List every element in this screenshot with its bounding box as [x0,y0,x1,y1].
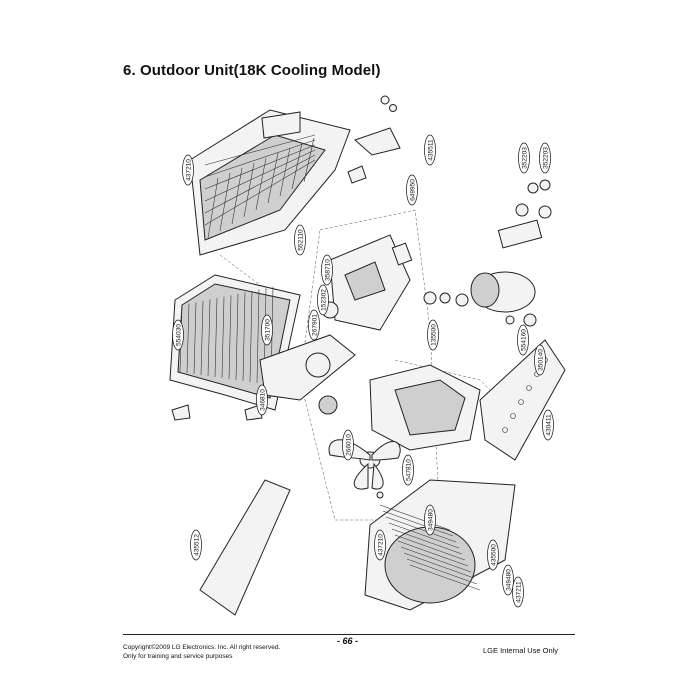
part-number-label: 554030 [172,319,184,351]
part-number-label: 351700 [261,314,273,346]
part-number-label: 552110 [294,224,306,256]
part-number-label: 349480 [424,504,436,536]
footer-divider [123,634,575,635]
page-number: - 66 - [337,636,359,646]
part-number-label: 437210 [182,154,194,186]
part-number-label: 346810 [256,384,268,416]
part-number-label: 350140 [534,344,546,376]
control-box-part [321,234,413,331]
part-number-label: 437210 [374,529,386,561]
svg-text:352203: 352203 [542,147,549,169]
svg-text:349480: 349480 [427,509,434,531]
svg-text:346810: 346810 [259,389,266,411]
svg-text:135500: 135500 [430,324,437,346]
service-valves-part [497,179,552,249]
part-number-label: 435512 [190,529,202,561]
compressor-part [423,271,537,327]
part-number-label: 435500 [487,539,499,571]
part-number-label: 358710 [321,254,333,286]
footer-copyright: Copyright©2009 LG Electronics. Inc. All … [123,643,280,661]
part-number-label: 352203 [539,142,551,174]
front-panel-part [364,479,516,611]
internal-use-label: LGE Internal Use Only [483,646,559,655]
svg-text:552110: 552110 [297,229,304,251]
svg-text:352203: 352203 [521,147,528,169]
svg-text:266010: 266010 [345,434,352,456]
base-pan-part [369,364,481,451]
svg-text:430411: 430411 [545,414,552,436]
svg-text:547810: 547810 [405,459,412,481]
part-number-label: 267901 [308,309,320,341]
part-number-label: 554160 [517,324,529,356]
page-title: 6. Outdoor Unit(18K Cooling Model) [123,62,381,79]
svg-text:554030: 554030 [175,324,182,346]
side-panel-part [479,339,566,461]
svg-text:351700: 351700 [264,319,271,341]
svg-text:437211: 437211 [515,581,522,603]
part-number-label: 352203 [518,142,530,174]
svg-text:152302: 152302 [320,289,327,311]
part-number-label: 266010 [342,429,354,461]
top-small-parts [347,95,401,184]
svg-text:349480: 349480 [505,569,512,591]
part-number-label: 547810 [402,454,414,486]
svg-text:435511: 435511 [427,139,434,161]
part-number-label: 435511 [424,134,436,166]
svg-text:267901: 267901 [311,314,318,336]
svg-text:435500: 435500 [490,544,497,566]
cabinet-grille-part [189,109,351,256]
svg-text:350140: 350140 [537,349,544,371]
part-number-label: 649950 [406,174,418,206]
svg-text:358710: 358710 [324,259,331,281]
svg-text:437210: 437210 [377,534,384,556]
small-clips [171,404,263,421]
part-number-label: 437211 [512,576,524,608]
part-number-label: 152302 [317,284,329,316]
training-text: Only for training and service purposes [123,653,233,660]
part-number-label: 430411 [542,409,554,441]
side-cover-part [199,479,291,616]
part-number-label: 135500 [427,319,439,351]
svg-text:649950: 649950 [409,179,416,201]
svg-text:435512: 435512 [193,534,200,556]
svg-text:554160: 554160 [520,329,527,351]
part-number-label: 349480 [502,564,514,596]
svg-text:437210: 437210 [185,159,192,181]
propeller-fan-part [328,439,401,499]
copyright-text: Copyright©2009 LG Electronics. Inc. All … [123,644,281,651]
